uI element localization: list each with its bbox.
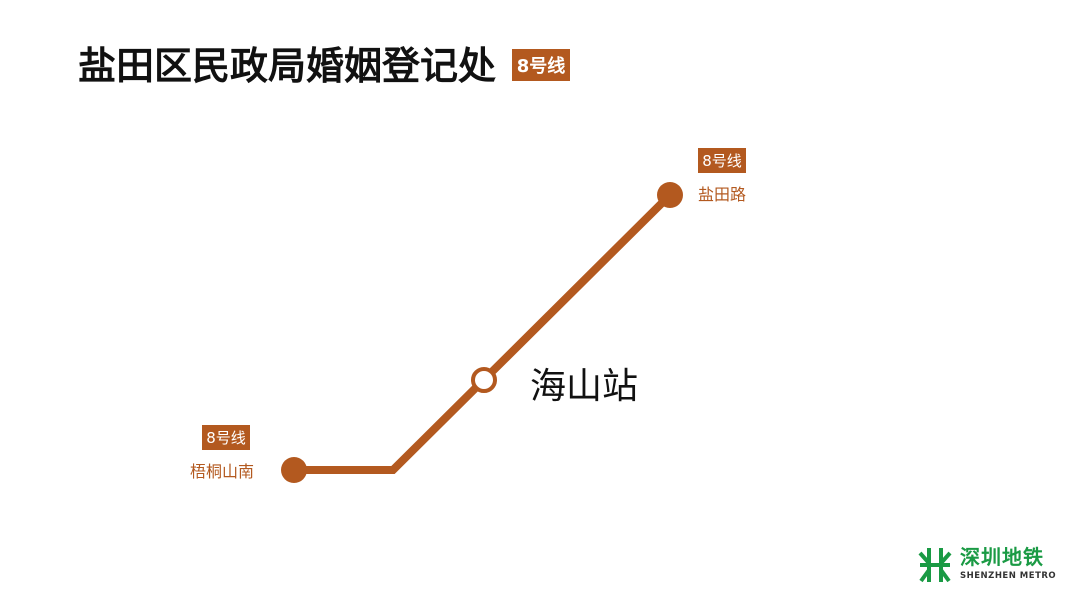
logo-name-cn: 深圳地铁 xyxy=(960,545,1044,569)
wutong-mountain-south-line-badge: 8号线 xyxy=(202,425,250,450)
station-label-wutong-mountain-south: 梧桐山南 xyxy=(190,462,255,481)
page-title: 盐田区民政局婚姻登记处 xyxy=(78,44,497,88)
station-label-haishan: 海山站 xyxy=(530,366,639,407)
shenzhen-metro-logo: 深圳地铁 SHENZHEN METRO xyxy=(918,544,1066,588)
yantian-road-line-badge: 8号线 xyxy=(698,148,746,173)
station-dot-haishan xyxy=(471,367,497,393)
station-dot-yantian-road xyxy=(657,182,683,208)
logo-name-en: SHENZHEN METRO xyxy=(960,571,1057,581)
station-label-yantian-road: 盐田路 xyxy=(698,185,747,204)
station-dot-wutong-mountain-south xyxy=(281,457,307,483)
line-8-route xyxy=(294,192,673,474)
metro-logo-icon xyxy=(918,548,952,583)
title-line-badge: 8号线 xyxy=(512,49,570,81)
